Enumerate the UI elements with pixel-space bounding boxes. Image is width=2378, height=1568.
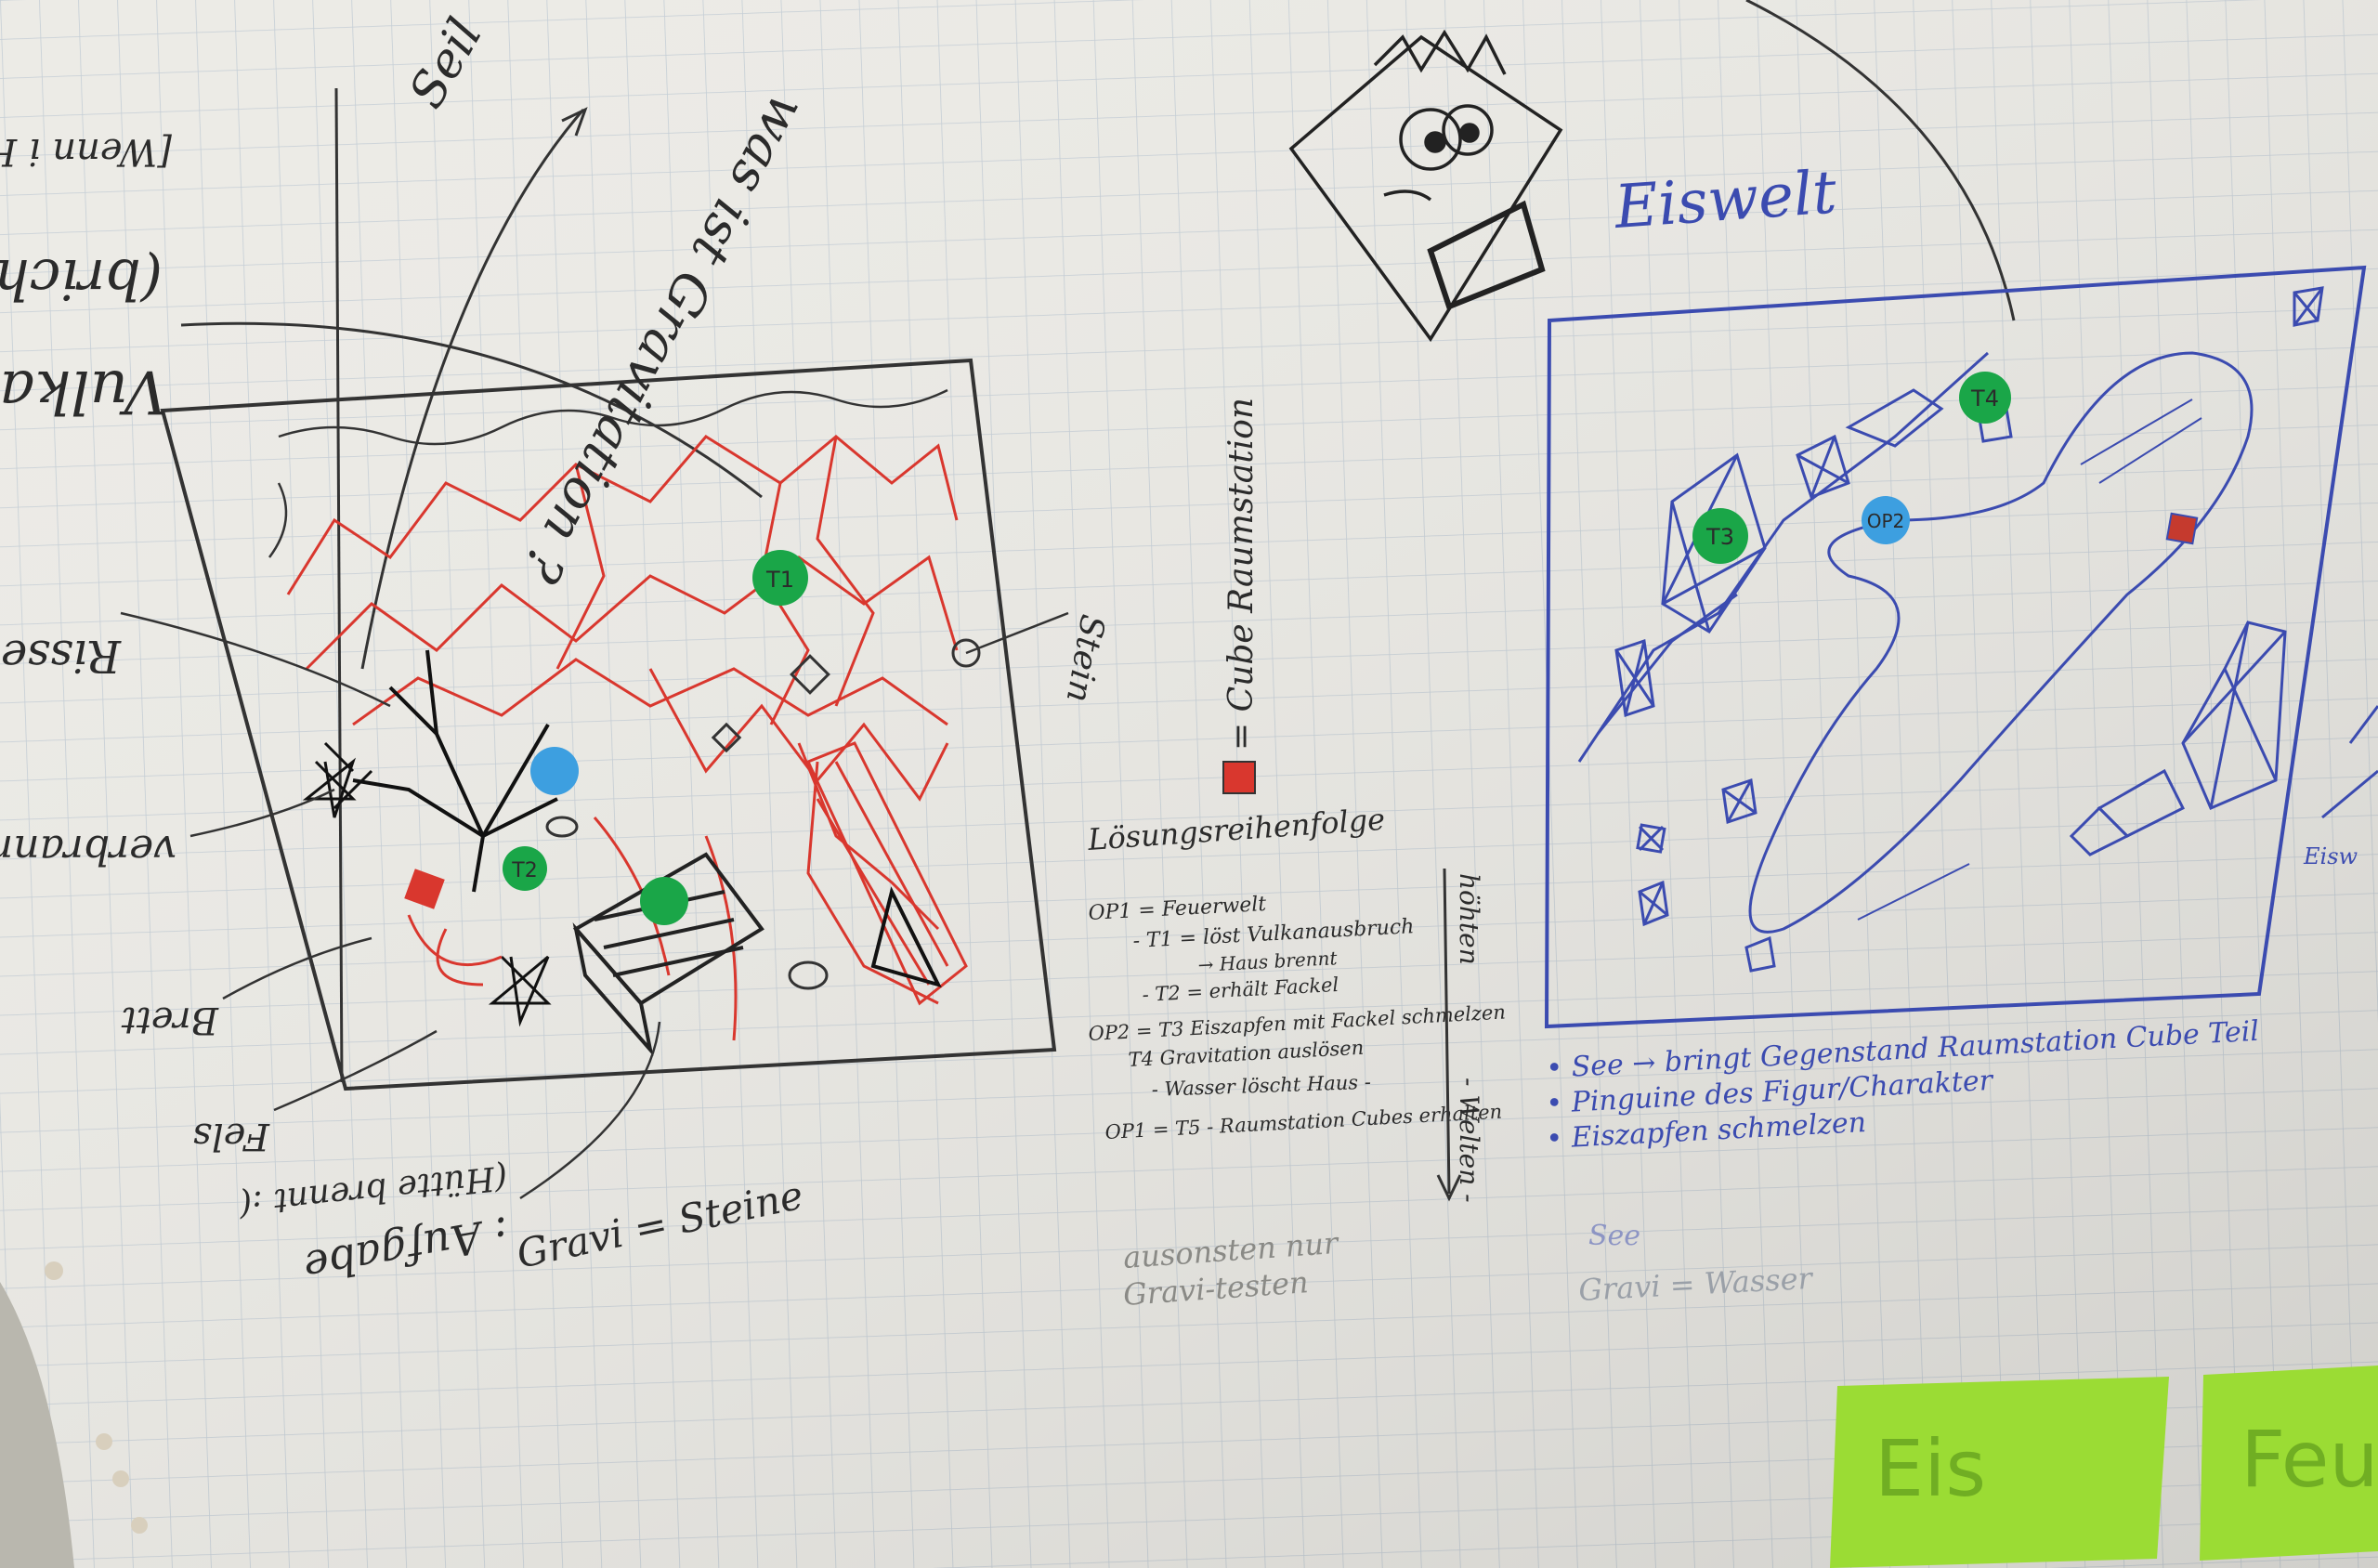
note-risse: Risse im B: [0, 630, 122, 682]
sticky-note-left-text: Eis: [1875, 1423, 1986, 1514]
note-fels: Fels: [192, 1115, 270, 1157]
ice-edge-label: Eisw: [2303, 843, 2358, 869]
ice-see-label: See: [1588, 1220, 1640, 1252]
solution-side-bottom: - Welten -: [1454, 1078, 1484, 1203]
task-dot-t2-label: T2: [511, 859, 537, 882]
axis-line: [334, 87, 344, 1083]
task-dot-t1-label: T1: [765, 567, 794, 593]
map-frame: [160, 358, 1057, 1091]
binder-hole: [96, 1433, 112, 1450]
sticky-note-right-text: Feuer: [2241, 1414, 2378, 1505]
burnt-tree-sketch: [352, 649, 558, 893]
task-dot-t3-label: T3: [1705, 524, 1734, 550]
note-bricht: (brich: [0, 246, 163, 311]
sticky-notes: Eis Feuer: [1830, 1365, 2378, 1568]
scribble-bush: [302, 741, 552, 1027]
cube-legend-label: = Cube Raumstation: [1222, 398, 1261, 751]
arrow-line: [360, 109, 585, 670]
binder-hole: [45, 1261, 63, 1280]
cube-marker: [404, 869, 445, 909]
task-dot-t3-fire: [640, 877, 688, 925]
task-dot-t2: [503, 846, 547, 891]
solution-side-top: höhten: [1454, 873, 1484, 965]
legend-area: = Cube Raumstation: [1222, 398, 1261, 794]
lake-outline: [1748, 351, 2254, 934]
page-curl: [0, 1282, 74, 1568]
sticky-note-right: [2200, 1365, 2378, 1561]
cube-legend-square: [1222, 761, 1256, 794]
binder-hole: [131, 1517, 148, 1534]
note-verbrannter-baum: verbrannter Baum: [0, 826, 176, 873]
sticky-note-left: [1830, 1377, 2169, 1568]
ice-cube-marker: [2165, 512, 2199, 545]
task-dot-t4-label: T4: [1970, 385, 1999, 412]
task-dot-op2-label: OP2: [1867, 510, 1905, 532]
ice-map-frame: [1544, 265, 2367, 1029]
task-dot-t3: [1692, 508, 1748, 564]
task-dot-op2-ice: [1862, 496, 1910, 544]
binder-hole: [112, 1470, 129, 1487]
task-dot-t1: [752, 550, 808, 606]
note-brett: Brett: [121, 999, 219, 1041]
ice-world-title: Eiswelt: [1612, 158, 1839, 242]
note-wenn-huette: [Wenn i Hütte: [0, 130, 172, 173]
task-dot-op2: [530, 747, 579, 795]
note-vulkan: Vulka: [0, 357, 167, 425]
cat-doodle: [1288, 29, 1563, 343]
fire-world-map: T1 T2: [120, 0, 2016, 1200]
task-dot-t4: [1959, 372, 2011, 424]
red-lava-lines: [286, 435, 959, 1041]
